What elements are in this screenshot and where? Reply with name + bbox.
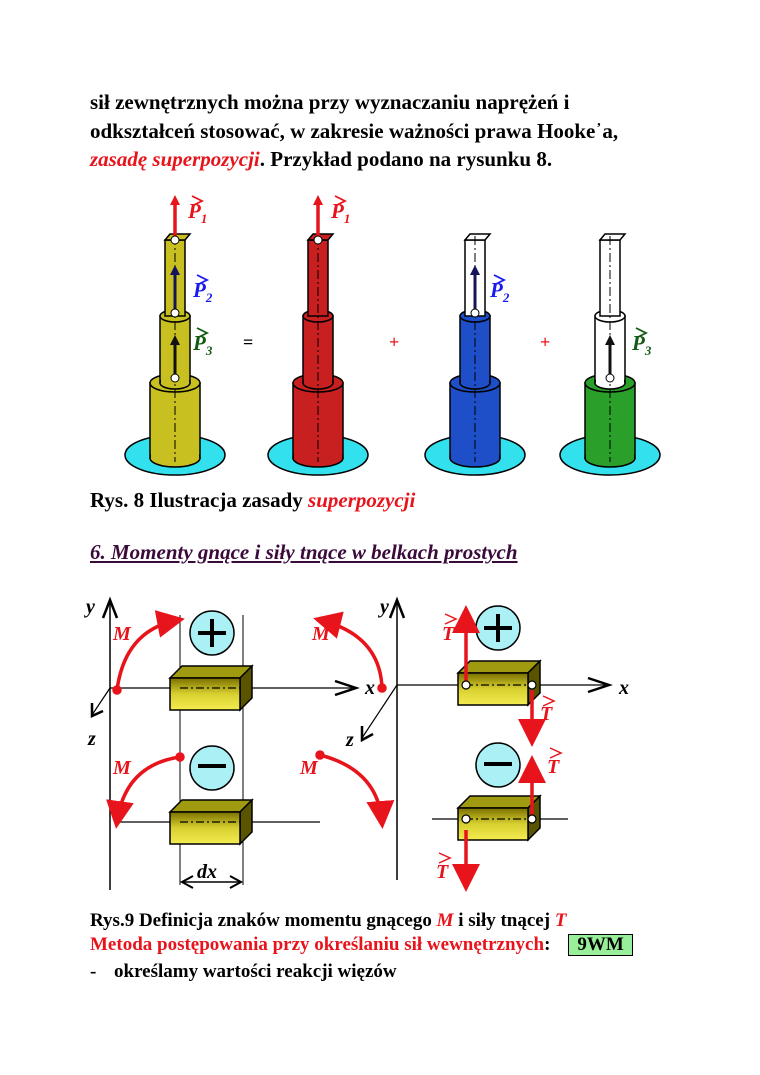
beam-element-lower-right (456, 794, 542, 842)
axis-x-label: x (364, 677, 375, 699)
paragraph-line-1: sił zewnętrznych można przy wyznaczaniu … (90, 90, 570, 114)
plus-sign-icon (475, 605, 521, 651)
minus-sign-icon (475, 742, 521, 788)
caption-t: T (554, 910, 567, 931)
force-arrow-p2-head (170, 265, 180, 275)
method-label: Metoda postępowania przy określaniu sił … (90, 934, 545, 955)
force-arrow-p3-head (170, 335, 180, 345)
top-prism-face (463, 233, 492, 241)
list-bullet: - (90, 961, 97, 982)
beam-element-upper-left (168, 664, 254, 712)
vector-hats (438, 613, 563, 864)
plus-sign-icon (189, 610, 235, 656)
superposition-term: zasadę superpozycji (90, 147, 260, 171)
shear-label: T (547, 756, 560, 778)
shear-force-arrows (452, 605, 546, 892)
shear-label: T (540, 703, 553, 725)
caption-text-mid: i siły tnącej (453, 910, 555, 931)
plus-sign: + (540, 332, 550, 352)
figure-9-caption: Rys.9 Definicja znaków momentu gnącego M… (90, 910, 566, 932)
paragraph-line-3-rest: . Przykład podano na rysunku 8. (259, 147, 553, 171)
top-prism-face (598, 233, 627, 241)
vector-hat (635, 327, 649, 339)
vector-hat (493, 274, 507, 286)
shear-label: T (442, 623, 455, 645)
force-arrow-p3-head (605, 335, 615, 345)
beam-element-lower-left (168, 798, 254, 846)
axis-x-label: x (618, 677, 629, 699)
plus-sign: + (389, 332, 399, 352)
force-arrow-p1-head (313, 195, 323, 205)
load-point (605, 373, 615, 383)
load-point (170, 235, 180, 245)
moment-label: M (112, 757, 132, 779)
figure-8-caption: Rys. 8 Ilustracja zasady superpozycji (90, 488, 415, 513)
axis-y-label: y (378, 596, 389, 618)
caption-red-text: superpozycji (308, 488, 416, 512)
equals-sign: = (243, 332, 253, 352)
load-point (470, 308, 480, 318)
axis-z-label: z (345, 729, 354, 751)
shear-label: T (436, 861, 449, 883)
moment-label: M (311, 623, 331, 645)
load-point (170, 308, 180, 318)
method-colon: : (544, 934, 551, 955)
paragraph-line-2: odkształceń stosować, w zakresie ważnośc… (90, 119, 619, 143)
vector-hat (196, 274, 210, 286)
method-badge[interactable]: 9WM (568, 934, 633, 956)
caption-text: Rys. 8 Ilustracja zasady (90, 488, 309, 512)
moment-label: M (112, 623, 132, 645)
load-point (170, 373, 180, 383)
vector-hat (334, 195, 348, 207)
dx-label: dx (197, 861, 217, 883)
section-heading: 6. Momenty gnące i siły tnące w belkach … (90, 540, 518, 564)
axis-z-label: z (87, 728, 96, 750)
list-item: -określamy wartości reakcji więzów (90, 961, 397, 983)
column-p1 (267, 233, 369, 476)
paragraph-line-3: zasadę superpozycji. Przykład podano na … (90, 147, 552, 172)
list-item-text: określamy wartości reakcji więzów (114, 961, 397, 982)
figure-9-sign-convention: y x z dx M M M M y x z (84, 596, 629, 892)
force-arrow-p2-head (470, 265, 480, 275)
moment-label: M (299, 757, 319, 779)
beam-element-upper-right (456, 659, 542, 707)
method-line: Metoda postępowania przy określaniu sił … (90, 934, 633, 956)
load-point (313, 235, 323, 245)
caption-m: M (436, 910, 454, 931)
axis-y-label: y (84, 596, 95, 618)
force-arrow-p1-head (170, 195, 180, 205)
vector-hat (196, 327, 210, 339)
vector-hat (191, 195, 205, 207)
moment-arrows (106, 610, 395, 829)
minus-sign-icon (189, 745, 235, 791)
right-axes (360, 596, 613, 880)
force-points (461, 680, 537, 824)
caption-text: Rys.9 Definicja znaków momentu gnącego (90, 910, 437, 931)
